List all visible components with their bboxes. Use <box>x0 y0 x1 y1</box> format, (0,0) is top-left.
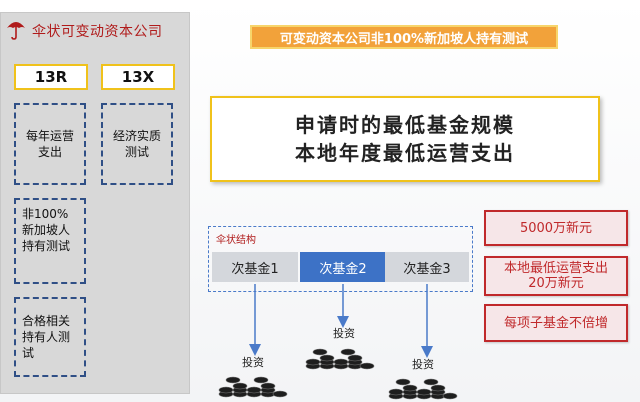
requirement-box-non-singaporean: 非100%新加坡人持有测试 <box>14 198 86 284</box>
investment-arrows <box>249 284 433 358</box>
requirement-annual-expense-text: 每年运营支出 <box>25 129 74 159</box>
requirement-box-annual-expense: 每年运营支出 <box>14 103 86 185</box>
requirement-related-holder-text: 合格相关持有人测试 <box>22 314 71 360</box>
umbrella-structure-frame <box>208 226 473 292</box>
min-operating-expense-line-2: 20万新元 <box>528 276 584 291</box>
min-operating-expense-box: 本地最低运营支出 20万新元 <box>484 256 628 296</box>
sub-fund-no-multiply-text: 每项子基金不倍增 <box>503 315 608 331</box>
coin-stack-icon <box>388 378 458 400</box>
umbrella-structure-label: 伞状结构 <box>216 235 256 246</box>
main-requirement-box: 申请时的最低基金规模 本地年度最低运营支出 <box>210 96 600 182</box>
main-requirement-line-2: 本地年度最低运营支出 <box>295 141 515 165</box>
umbrella-icon <box>7 22 25 40</box>
tag-13r: 13R <box>14 64 88 90</box>
min-fund-size-text: 5000万新元 <box>519 220 593 236</box>
coin-stack-icon <box>305 348 375 370</box>
sub-fund-no-multiply-box: 每项子基金不倍增 <box>484 304 628 342</box>
tag-13x: 13X <box>101 64 175 90</box>
requirement-box-economic-substance: 经济实质测试 <box>101 103 173 185</box>
coin-stack-icon <box>218 376 288 398</box>
main-requirement-line-1: 申请时的最低基金规模 <box>295 113 515 137</box>
invest-label-3: 投资 <box>412 358 434 371</box>
slide-title-banner: 可变动资本公司非100%新加坡人持有测试 <box>250 25 558 49</box>
left-panel-title: 伞状可变动资本公司 <box>32 24 163 40</box>
invest-label-1: 投资 <box>242 356 264 369</box>
min-operating-expense-line-1: 本地最低运营支出 <box>503 261 608 276</box>
sub-fund-2: 次基金2 <box>300 252 386 282</box>
requirement-box-related-holder: 合格相关持有人测试 <box>14 297 86 377</box>
min-fund-size-box: 5000万新元 <box>484 210 628 246</box>
requirement-economic-substance-text: 经济实质测试 <box>112 129 161 159</box>
sub-fund-1: 次基金1 <box>212 252 298 282</box>
requirement-non-singaporean-text: 非100%新加坡人持有测试 <box>22 207 71 253</box>
sub-fund-3: 次基金3 <box>385 252 469 282</box>
invest-label-2: 投资 <box>333 327 355 340</box>
